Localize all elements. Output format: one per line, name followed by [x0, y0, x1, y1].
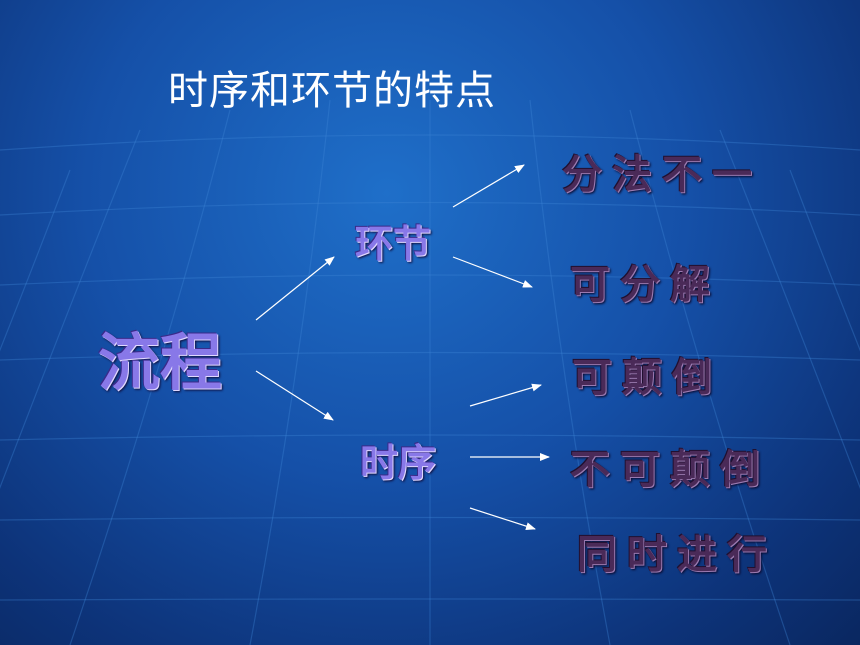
node-branch-shixu: 时序: [360, 441, 437, 485]
arrow-shixu-to-r3: [469, 383, 542, 407]
node-leaf-ke-diandao: 可颠倒: [572, 355, 722, 401]
node-leaf-ke-fenjie: 可分解: [570, 262, 720, 308]
slide-title: 时序和环节的特点: [168, 68, 496, 114]
arrow-root-to-shixu: [255, 370, 334, 421]
node-leaf-buke-diandao: 不可颠倒: [570, 447, 770, 493]
node-leaf-fenfa-buyi: 分法不一: [562, 152, 762, 198]
node-branch-huanjie: 环节: [355, 222, 432, 266]
arrow-huanjie-to-r1: [452, 164, 525, 208]
arrow-root-to-huanjie: [255, 256, 335, 321]
arrow-huanjie-to-r2: [452, 256, 533, 288]
arrow-shixu-to-r5: [469, 507, 536, 531]
node-root: 流程: [98, 326, 223, 399]
node-leaf-tongshi-jinxing: 同时进行: [577, 532, 777, 578]
